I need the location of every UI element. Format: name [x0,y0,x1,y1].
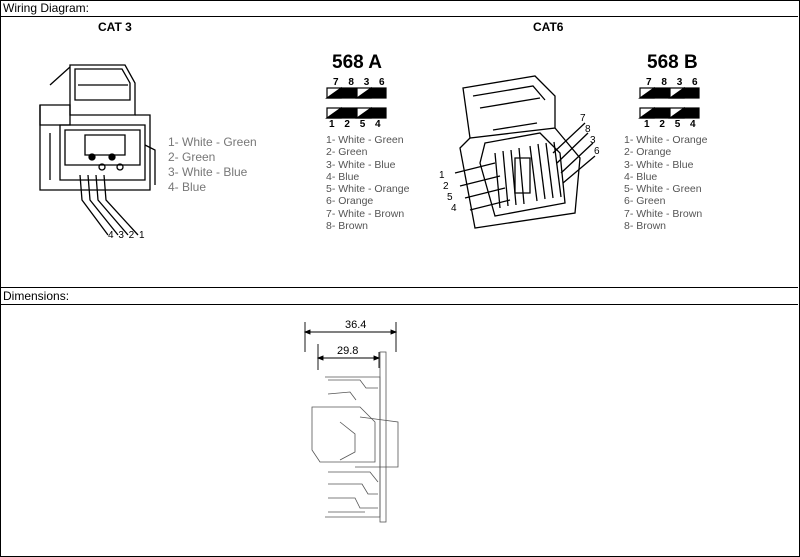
t568b-title: 568 B [647,52,698,73]
pin-label: 2 [443,181,449,192]
list-item: 2- Green [168,150,216,164]
t568a-wire-list: 1- White - Green 2- Green 3- White - Blu… [326,134,409,232]
pin-label: 4 [690,119,696,130]
pin-label: 6 [379,77,385,88]
cat6-right-pins: 7 8 3 6 [580,113,600,157]
dimensions-title: Dimensions: [3,289,70,303]
t568a-top-pins: 7 8 3 6 [333,77,385,88]
cat3-jack-drawing [39,64,156,236]
list-item: 5- White - Green [624,183,702,196]
pin-label: 8 [348,77,354,88]
side-profile-drawing [303,322,399,523]
pin-label: 5 [674,119,681,130]
list-item: 2- Orange [624,146,672,159]
pin-label: 2 [659,119,665,130]
pin-label: 7 [646,77,652,88]
t568b-bottom-pins: 1 2 5 4 [644,119,696,130]
wiring-diagram-title: Wiring Diagram: [3,1,90,15]
pin-label: 3 [363,77,370,88]
dimension-outer-label: 36.4 [345,319,367,331]
list-item: 7- White - Brown [326,207,405,220]
list-item: 4- Blue [624,170,658,183]
t568a-title: 568 A [332,52,382,73]
t568a-bottom-pins: 1 2 5 4 [329,119,381,130]
pin-label: 6 [692,77,698,88]
t568b-top-pins: 7 8 3 6 [646,77,698,88]
cat6-jack-drawing [454,75,596,229]
t568b-pin-grid-icon [638,86,700,119]
pin-label: 3 [590,135,596,146]
list-item: 6- Green [624,195,666,208]
pin-label: 1 [329,119,335,130]
pin-label: 7 [333,77,339,88]
pin-label: 1 [439,170,445,181]
pin-label: 8 [585,124,591,135]
pin-label: 8 [661,77,667,88]
cat6-left-pins: 1 2 5 4 [439,170,457,214]
t568a-pin-grid-icon [325,86,387,119]
t568b-wire-list: 1- White - Orange 2- Orange 3- White - B… [624,134,707,232]
pin-label: 7 [580,113,586,124]
list-item: 3- White - Blue [624,158,694,171]
list-item: 8- Brown [624,220,667,233]
list-item: 7- White - Brown [624,207,703,220]
list-item: 1- White - Orange [624,134,708,146]
cat3-wire-list: 1- White - Green 2- Green 3- White - Blu… [168,135,257,195]
list-item: 5- White - Orange [326,183,410,196]
pin-label: 3 [676,77,683,88]
cat3-pin-labels: 4 3 2 1 [108,230,145,241]
list-item: 8- Brown [326,220,369,233]
list-item: 6- Orange [326,195,374,208]
list-item: 1- White - Green [326,134,404,146]
dimension-inner-label: 29.8 [337,345,359,357]
pin-label: 4 [375,119,381,130]
cat3-label: CAT 3 [98,20,132,34]
pin-label: 2 [344,119,350,130]
pin-label: 4 [451,203,457,214]
list-item: 3- White - Blue [326,158,396,171]
pin-label: 1 [644,119,650,130]
list-item: 3- White - Blue [168,165,248,179]
pin-label: 5 [359,119,366,130]
list-item: 2- Green [326,146,368,159]
list-item: 4- Blue [168,180,207,194]
pin-label: 6 [594,146,600,157]
wiring-diagram-header: Wiring Diagram: [0,0,798,17]
cat6-label: CAT6 [533,20,564,34]
pin-label: 5 [447,192,453,203]
list-item: 4- Blue [326,170,360,183]
list-item: 1- White - Green [168,135,257,149]
dimensions-header: Dimensions: [0,287,798,305]
